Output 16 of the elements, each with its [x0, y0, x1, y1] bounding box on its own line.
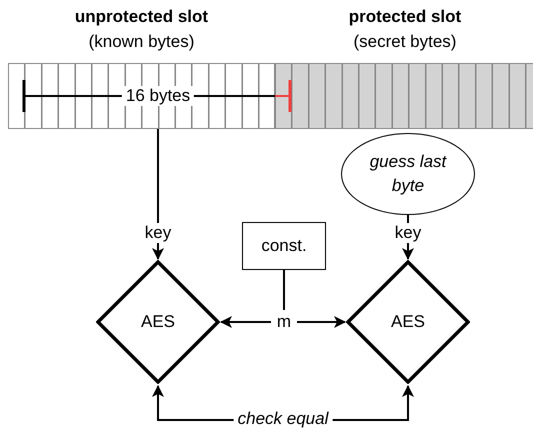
constant-box: const. [242, 222, 326, 270]
dimension-label: 16 bytes [122, 86, 194, 106]
cipher-diamond [346, 260, 470, 384]
node-text: AES [140, 312, 176, 332]
slot-heading: protected slot [348, 7, 462, 27]
node-text: AES [390, 312, 426, 332]
slot-heading: unprotected slot [74, 7, 210, 27]
edge-label: check equal [234, 409, 332, 429]
connector-line [283, 269, 285, 310]
arrow [220, 316, 271, 328]
slot-subtitle: (known bytes) [88, 32, 196, 52]
node-text: guess last byte [368, 151, 448, 197]
slot-subtitle: (secret bytes) [352, 32, 458, 52]
cipher-diamond [96, 260, 220, 384]
arrow [297, 316, 346, 328]
message-label: m [270, 311, 298, 333]
